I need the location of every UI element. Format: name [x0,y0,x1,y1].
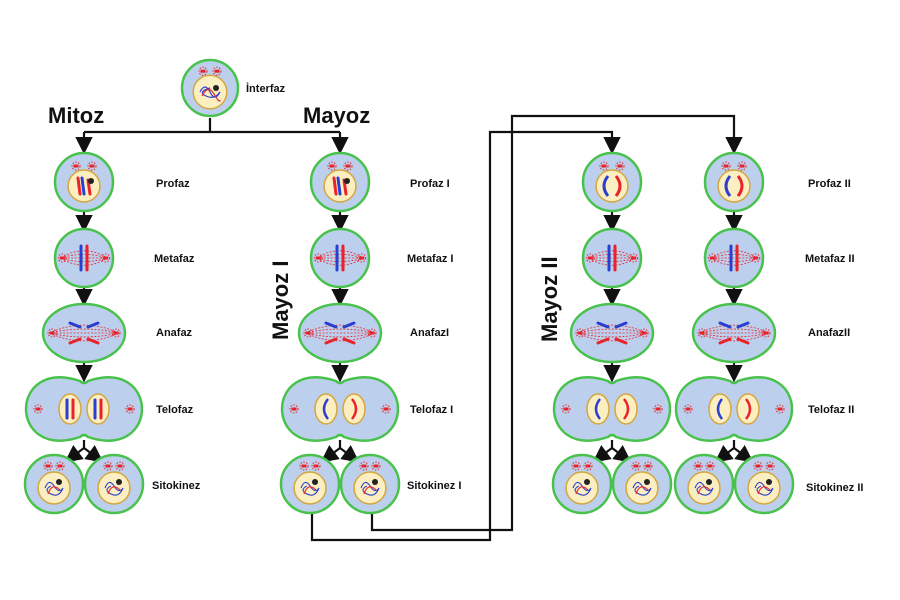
mayoz1-sitokinez-cell-left [279,453,341,515]
loop-to-mayoz2-right [370,114,743,532]
mayoz2b-anafaz-cell [691,302,777,364]
mayoz2b-telofaz-cell [674,376,794,442]
label-mayoz: Mayoz [303,103,370,128]
mayoz1-profaz-cell [309,151,371,213]
mitoz-stage-label: Metafaz [154,253,195,265]
mayoz2-stage-label: Metafaz II [805,253,855,265]
label-mitoz: Mitoz [48,103,104,128]
mitoz-split-arrow-right [83,445,104,463]
mayoz2-stage-label: AnafazII [808,327,850,339]
mayoz2a-metafaz-cell [581,227,643,289]
loop-to-mayoz2-left [310,130,621,542]
cells-layer [23,58,795,515]
mayoz2b-sitokinez-cell-right [733,453,795,515]
mitoz-telofaz-cell [24,376,144,442]
mayoz1-split-arrow-left [320,440,342,463]
connector-lines [64,114,754,542]
mayoz1-stage-label: Metafaz I [407,253,453,265]
mitoz-anafaz-cell [41,302,127,364]
mayoz2a-profaz-cell [581,151,643,213]
label-mayoz-2: Mayoz II [537,256,562,342]
mayoz2-stage-label: Profaz II [808,178,851,190]
mitoz-sitokinez-cell-right [83,453,145,515]
label-mayoz-1: Mayoz I [268,261,293,340]
mayoz2-stage-label: Telofaz II [808,404,854,416]
mayoz2a-split-right [611,445,632,463]
mayoz1-stage-label: Sitokinez I [407,480,461,492]
mayoz2a-anafaz-cell [569,302,655,364]
mayoz2b-split-right [733,445,754,463]
mitoz-stage-label: Anafaz [156,327,193,339]
mayoz1-stage-label: Telofaz I [410,404,453,416]
mayoz2a-sitokinez-cell-left [551,453,613,515]
interfaz-split-line [84,118,340,134]
mitoz-metafaz-cell [53,227,115,289]
mayoz2a-telofaz-cell [552,376,672,442]
mayoz1-telofaz-cell [280,376,400,442]
text-labels: İnterfaz Mitoz Mayoz Mayoz I Mayoz II Pr… [48,82,863,494]
mayoz2-stage-label: Sitokinez II [806,482,863,494]
mayoz2a-split-left [592,440,614,463]
mitoz-stage-label: Telofaz [156,404,194,416]
mayoz1-stage-label: AnafazI [410,327,449,339]
label-interfaz: İnterfaz [246,82,286,95]
mitoz-stage-label: Profaz [156,178,190,190]
mitoz-stage-label: Sitokinez [152,480,201,492]
mitoz-sitokinez-cell-left [23,453,85,515]
mayoz1-split-arrow-right [339,445,360,463]
mayoz2b-profaz-cell [703,151,765,213]
mitoz-profaz-cell [53,151,115,213]
mayoz1-metafaz-cell [309,227,371,289]
cell-interfaz [180,58,240,118]
mayoz1-sitokinez-cell-right [339,453,401,515]
mayoz1-stage-label: Profaz I [410,178,450,190]
mayoz2b-metafaz-cell [703,227,765,289]
mayoz1-anafaz-cell [297,302,383,364]
mayoz2b-sitokinez-cell-left [673,453,735,515]
mayoz2b-split-left [714,440,736,463]
mayoz2a-sitokinez-cell-right [611,453,673,515]
mitoz-split-arrow-left [64,440,86,463]
